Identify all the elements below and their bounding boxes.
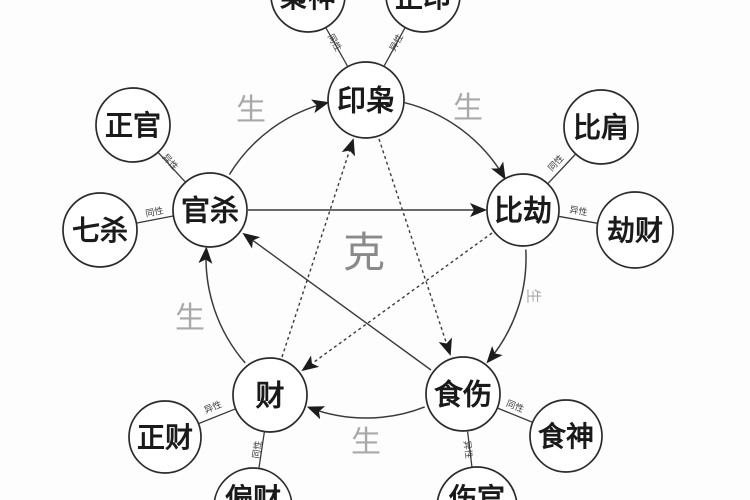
relation-shangguan: 异性 [461,440,475,459]
overcome-line-cai-to-yinxiao [281,138,355,358]
node-zhengguan-circle [95,87,171,163]
node-shishang-label: 食伤 [434,377,492,411]
relation-zhengguan: 异性 [160,151,181,172]
node-jiecai-label: 劫财 [607,214,663,247]
generate-label-bottom: 生 [351,425,381,460]
relation-piancai: 同性 [250,440,265,460]
main-node-labels: 印枭 比劫 食伤 财 官杀 [181,83,552,412]
connector-piancai-cai [258,431,266,469]
satellite-connectors [136,27,598,469]
connector-jiecai-bijie [558,215,598,224]
node-bijie-label: 比劫 [494,193,552,227]
relation-qisha: 同性 [144,204,164,219]
connector-zhengcai-cai [198,408,236,425]
node-shangguan-label: 伤官 [448,482,505,500]
relation-zhengcai: 异性 [202,398,223,416]
generate-label-right: 生 [525,288,543,303]
cycle-labels: 克 生 生 生 生 生 [175,91,543,460]
node-qisha-label: 七杀 [72,214,128,247]
node-piancai-label: 偏财 [225,482,281,500]
node-circles [62,0,674,500]
relation-xiaoshen: 同性 [325,32,344,54]
overcome-center-label: 克 [343,228,385,277]
connector-zhengguan-guansha [157,151,186,183]
node-yinxiao-circle [327,61,405,139]
node-guansha-circle [172,172,248,248]
node-xiaoshen-label: 枭神 [280,0,336,14]
node-shangguan-circle [436,466,518,500]
node-shishen-circle [529,399,603,473]
node-zhengyin-label: 正印 [395,0,451,14]
node-xiaoshen-circle [270,0,346,33]
node-jiecai-circle [596,191,674,269]
node-bijie-circle [486,173,560,247]
node-zhengguan-label: 正官 [105,109,161,142]
node-bijian-circle [563,89,639,165]
connector-bijian-bijie [547,153,577,185]
node-bijian-label: 比肩 [573,111,629,144]
relation-zhengyin: 异性 [387,32,406,54]
relation-bijian: 同性 [545,152,566,173]
connector-shangguan-shishang [466,431,473,469]
node-zhengcai-label: 正财 [137,421,193,454]
node-shishang-circle [425,356,501,432]
overcoming-star-lines [242,138,493,372]
generate-arc-yinxiao-to-bijie [404,101,506,180]
node-guansha-label: 官杀 [181,193,239,227]
connector-xiaoshen-yinxiao [325,27,348,67]
node-yinxiao-label: 印枭 [337,83,395,117]
generate-label-top-left: 生 [236,93,266,128]
node-cai-circle [232,357,308,433]
generate-arc-guansha-to-yinxiao [228,99,330,175]
generate-arc-bijie-to-shishang [486,249,527,364]
generate-label-top-right: 生 [453,91,483,126]
generation-cycle-arcs [198,99,527,420]
relation-jiecai: 异性 [569,204,589,219]
node-zhengcai-circle [128,400,202,474]
node-piancai-circle [213,467,293,500]
generate-label-left: 生 [175,301,205,336]
connector-shishen-shishang [497,407,533,424]
generate-arc-shishang-to-cai [306,406,425,420]
node-zhengyin-circle [385,0,461,33]
node-shishen-label: 食神 [538,420,594,453]
node-qisha-circle [62,192,138,268]
overcome-line-bijie-to-cai [301,232,493,372]
satellite-node-labels: 枭神 正印 比肩 劫财 食神 伤官 偏财 正财 七杀 正官 [72,0,663,500]
overcome-line-yinxiao-to-shishang [378,138,452,356]
overcome-line-shishang-to-guansha [242,232,432,371]
generate-arc-cai-to-guansha [198,246,246,364]
node-cai-label: 财 [255,378,284,412]
connector-zhengyin-yinxiao [383,27,406,67]
connector-qisha-guansha [136,215,174,224]
